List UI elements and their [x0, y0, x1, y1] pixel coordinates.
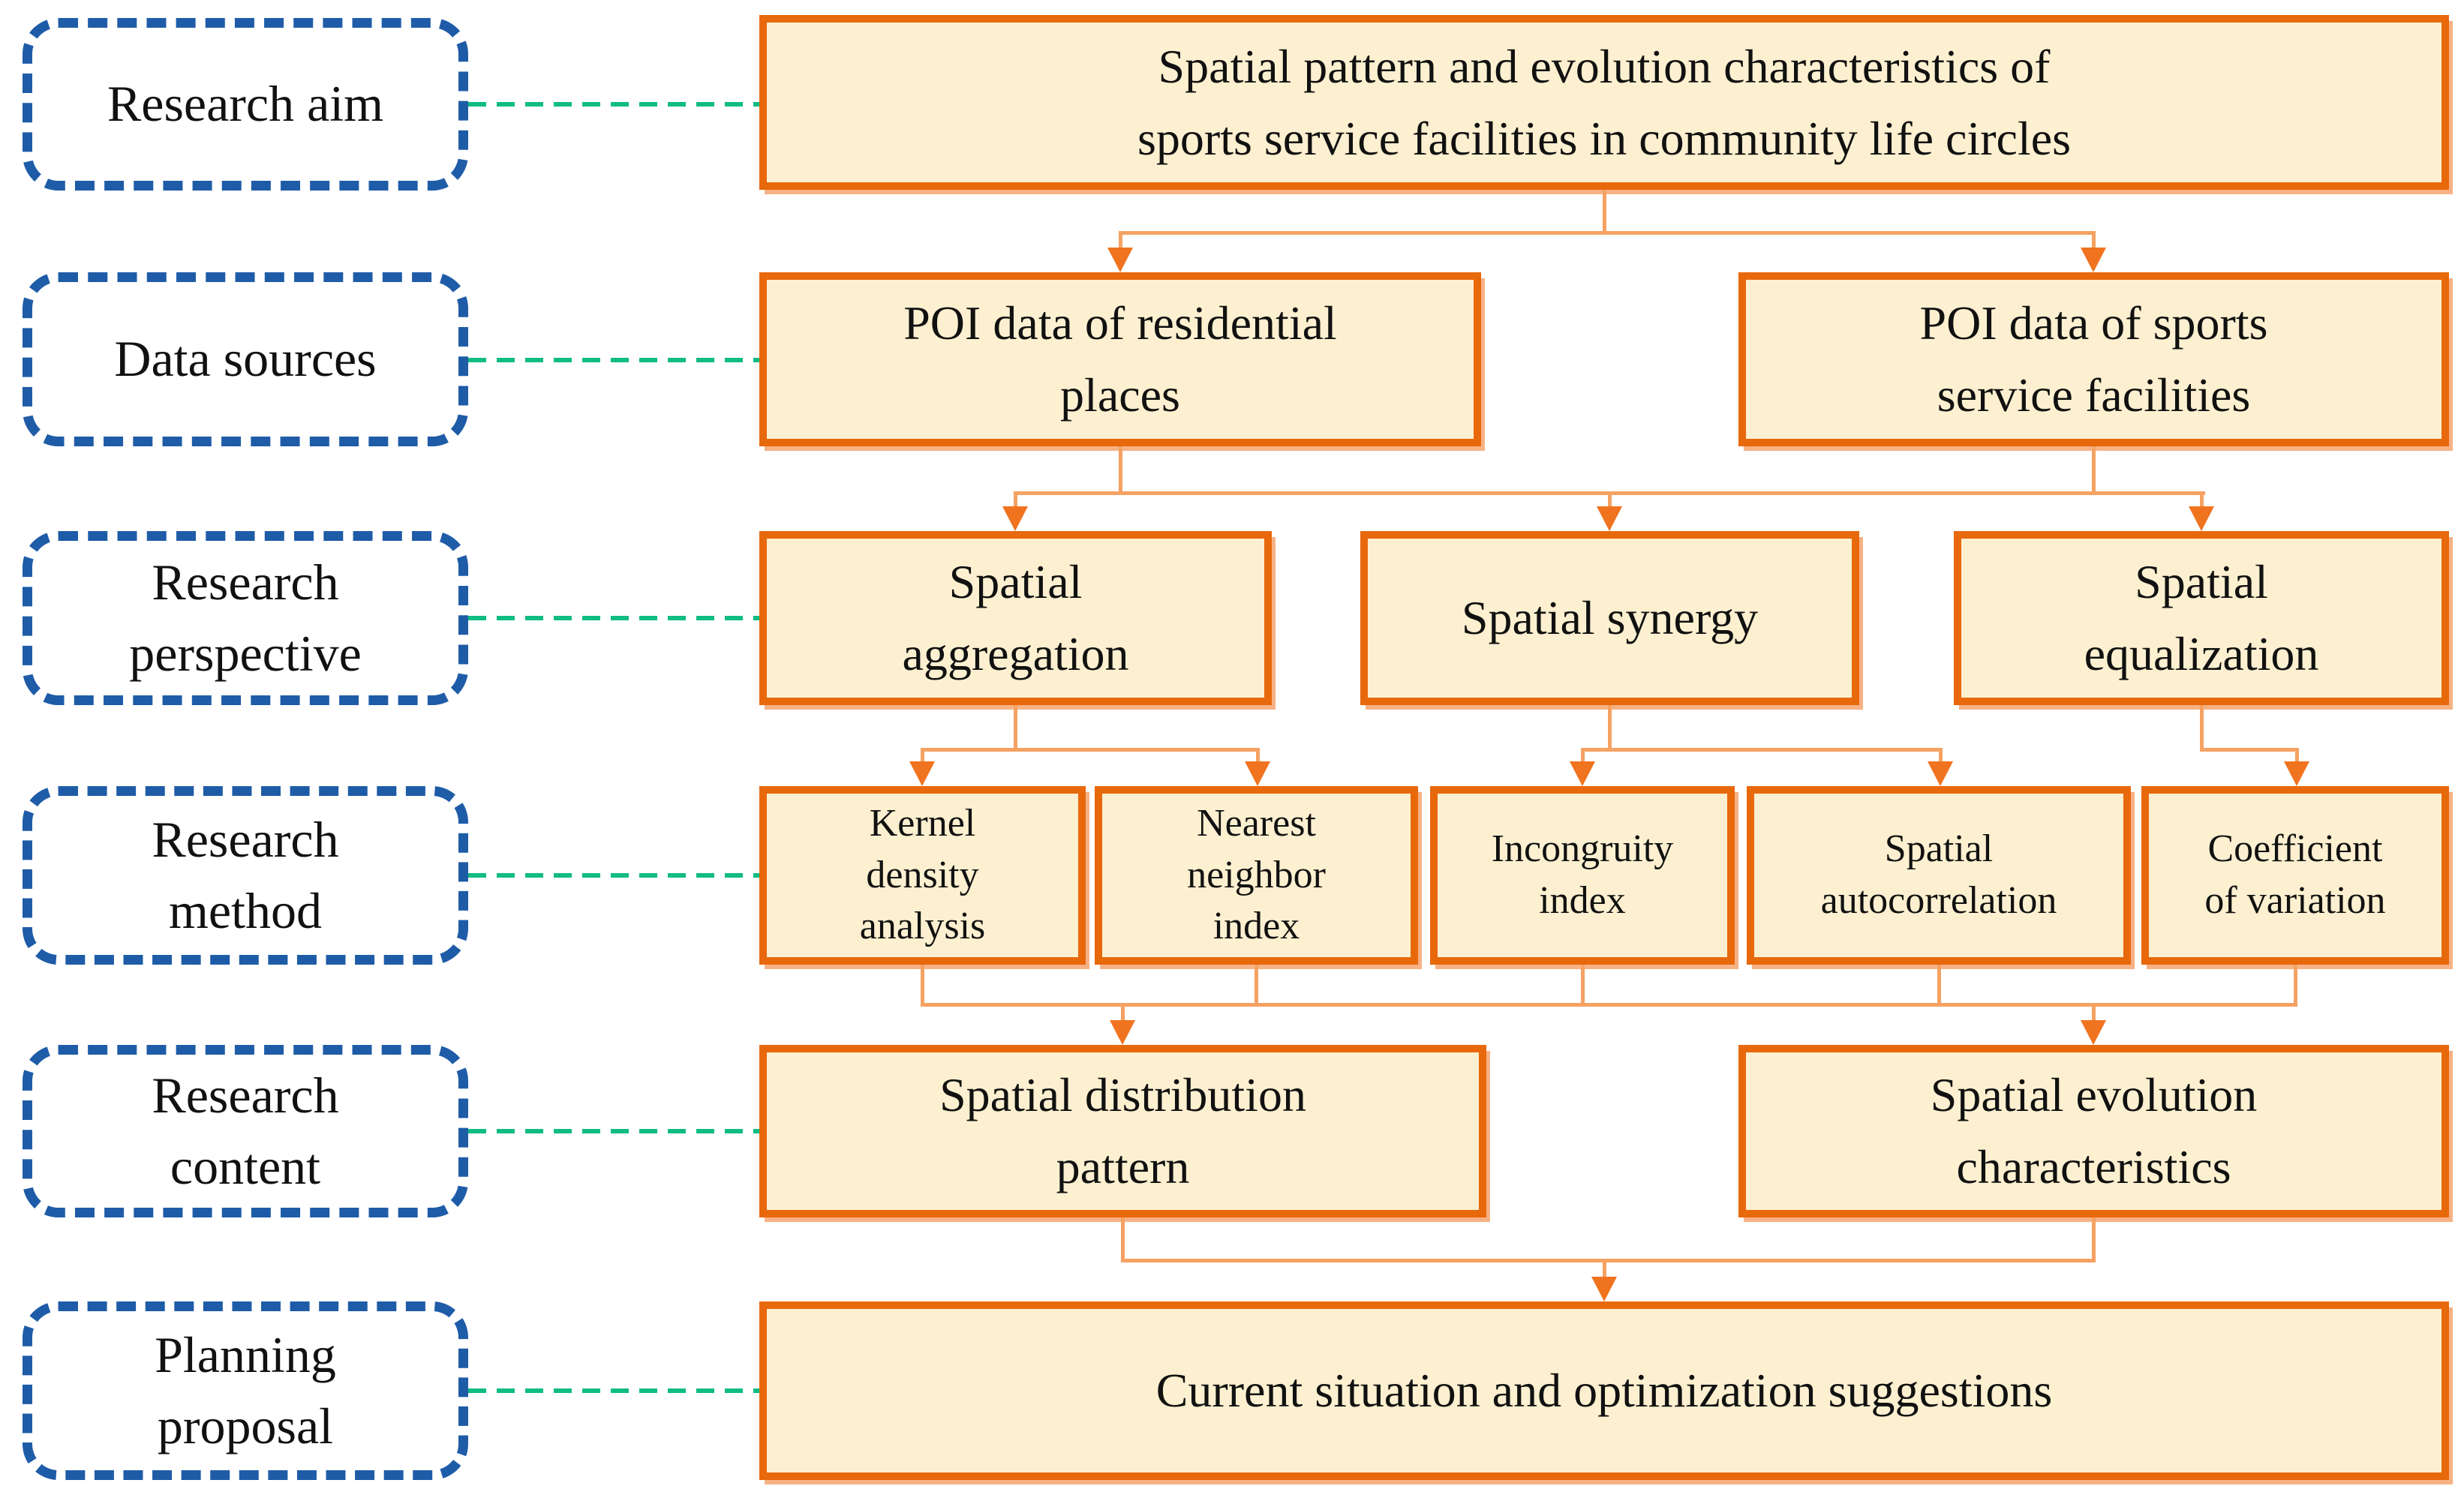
arrow-down-icon — [1597, 506, 1622, 531]
link-line-research-content — [468, 1129, 759, 1133]
link-line-research-perspective — [468, 616, 759, 620]
connector-line — [2295, 748, 2299, 762]
connector-line — [921, 965, 924, 1007]
box-text: Incongruity index — [1491, 827, 1674, 922]
connector-line — [1119, 231, 2096, 235]
box-spatial-equalization: Spatial equalization — [1954, 531, 2449, 705]
arrow-down-icon — [1110, 1020, 1135, 1045]
box-text: Spatial synergy — [1461, 591, 1759, 644]
connector-line — [1119, 231, 1122, 249]
box-spatial-autocorrelation: Spatial autocorrelation — [1747, 786, 2131, 965]
connector-line — [1608, 705, 1612, 749]
box-spatial-synergy: Spatial synergy — [1360, 531, 1859, 705]
arrow-down-icon — [1245, 761, 1270, 786]
box-text: Spatial aggregation — [902, 555, 1129, 680]
connector-line — [2294, 965, 2297, 1007]
connector-line — [2200, 748, 2299, 752]
arrow-down-icon — [1107, 248, 1133, 272]
connector-line — [1603, 190, 1606, 233]
box-text: Spatial autocorrelation — [1820, 827, 2057, 922]
connector-line — [2092, 231, 2096, 249]
label-research-method: Research method — [23, 786, 468, 965]
box-incongruity-index: Incongruity index — [1430, 786, 1735, 965]
connector-line — [2200, 705, 2204, 749]
box-text: Current situation and optimization sugge… — [1155, 1364, 2053, 1417]
box-kernel-density-analysis: Kernel density analysis — [759, 786, 1086, 965]
arrow-down-icon — [1591, 1277, 1617, 1301]
label-text: Research aim — [107, 75, 384, 133]
arrow-down-icon — [2081, 1020, 2106, 1045]
link-line-data-sources — [468, 358, 759, 362]
connector-line — [2092, 446, 2096, 493]
box-spatial-evolution-characteristics: Spatial evolution characteristics — [1738, 1045, 2449, 1217]
label-research-content: Research content — [23, 1045, 468, 1217]
box-text: Nearest neighbor index — [1187, 802, 1326, 948]
box-nearest-neighbor-index: Nearest neighbor index — [1095, 786, 1418, 965]
connector-line — [1939, 748, 1943, 762]
box-text: POI data of residential places — [903, 296, 1337, 422]
connector-line — [2200, 491, 2204, 508]
connector-line — [1256, 748, 1260, 762]
connector-line — [2092, 1217, 2096, 1262]
link-line-planning-proposal — [468, 1388, 759, 1393]
label-planning-proposal: Planning proposal — [23, 1301, 468, 1480]
label-text: Research perspective — [129, 553, 362, 682]
connector-line — [1581, 748, 1943, 752]
connector-line — [1255, 965, 1258, 1007]
connector-line — [1937, 965, 1941, 1007]
connector-line — [1119, 446, 1122, 493]
connector-line — [1603, 1259, 1606, 1278]
link-line-research-method — [468, 873, 759, 878]
connector-line — [1608, 491, 1612, 508]
label-data-sources: Data sources — [23, 272, 468, 446]
connector-line — [1014, 491, 1017, 508]
connector-line — [921, 748, 1260, 752]
connector-line — [1581, 965, 1585, 1007]
box-text: Coefficient of variation — [2204, 827, 2386, 922]
arrow-down-icon — [1570, 761, 1595, 786]
connector-line — [921, 1003, 2297, 1007]
label-text: Planning proposal — [155, 1325, 336, 1454]
connector-line — [1121, 1003, 1125, 1021]
arrow-down-icon — [1002, 506, 1028, 531]
connector-line — [921, 748, 924, 762]
box-spatial-aggregation: Spatial aggregation — [759, 531, 1272, 705]
box-text: Spatial pattern and evolution characteri… — [1137, 39, 2072, 165]
arrow-down-icon — [2189, 506, 2214, 531]
box-research-aim: Spatial pattern and evolution characteri… — [759, 15, 2449, 190]
link-line-research-aim — [468, 102, 759, 107]
label-research-perspective: Research perspective — [23, 531, 468, 705]
box-text: Spatial distribution pattern — [939, 1068, 1306, 1193]
arrow-down-icon — [909, 761, 935, 786]
box-poi-sports: POI data of sports service facilities — [1738, 272, 2449, 446]
arrow-down-icon — [2284, 761, 2309, 786]
box-coefficient-of-variation: Coefficient of variation — [2141, 786, 2449, 965]
connector-line — [1121, 1217, 1125, 1262]
box-spatial-distribution-pattern: Spatial distribution pattern — [759, 1045, 1486, 1217]
box-text: Spatial evolution characteristics — [1930, 1068, 2258, 1193]
box-current-situation-suggestions: Current situation and optimization sugge… — [759, 1301, 2449, 1480]
label-text: Data sources — [114, 330, 377, 388]
label-research-aim: Research aim — [23, 18, 468, 191]
connector-line — [1581, 748, 1585, 762]
label-text: Research content — [152, 1066, 339, 1195]
arrow-down-icon — [1928, 761, 1953, 786]
connector-line — [1121, 1259, 2096, 1262]
label-text: Research method — [152, 810, 339, 939]
connector-line — [2092, 1003, 2096, 1021]
box-poi-residential: POI data of residential places — [759, 272, 1481, 446]
box-text: Kernel density analysis — [859, 802, 986, 948]
box-text: POI data of sports service facilities — [1919, 296, 2268, 422]
box-text: Spatial equalization — [2084, 555, 2319, 680]
connector-line — [1014, 705, 1017, 749]
arrow-down-icon — [2081, 248, 2106, 272]
